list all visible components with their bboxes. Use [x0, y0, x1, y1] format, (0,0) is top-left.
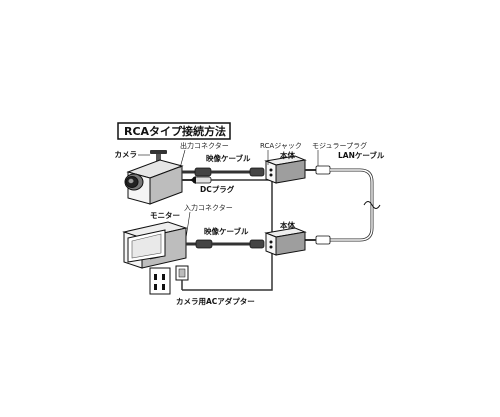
diagram-title: RCAタイプ接続方法 — [124, 124, 226, 138]
label-modular-plug: モジュラープラグ — [312, 141, 367, 150]
title-box: RCAタイプ接続方法 — [117, 122, 231, 140]
label-monitor: モニター — [150, 210, 180, 220]
label-main-unit-top: 本体 — [279, 150, 295, 160]
video-cable-bottom — [186, 239, 265, 249]
label-input-connector: 入力コネクター — [184, 203, 233, 212]
ac-adapter-illustration — [149, 265, 189, 295]
label-rca-jack: RCAジャック — [260, 142, 302, 150]
dc-plug-cable — [182, 176, 273, 291]
label-camera: カメラ — [115, 150, 138, 159]
label-camera-ac-adapter: カメラ用ACアダプター — [176, 296, 255, 306]
label-main-unit-bottom: 本体 — [279, 220, 295, 230]
video-cable-top — [182, 167, 265, 177]
label-video-cable-top: 映像ケーブル — [206, 153, 251, 163]
camera-illustration — [124, 150, 184, 205]
main-unit-bottom — [264, 227, 307, 256]
monitor-illustration — [122, 221, 188, 269]
leader-output-connector — [179, 149, 186, 169]
label-output-connector: 出力コネクター — [180, 141, 229, 150]
lan-cable — [305, 165, 381, 245]
leader-input-connector — [185, 211, 191, 239]
label-lan-cable: LANケーブル — [338, 150, 385, 160]
label-video-cable-bottom: 映像ケーブル — [204, 226, 249, 236]
label-dc-plug: DCプラグ — [200, 184, 235, 194]
main-unit-top — [264, 155, 307, 184]
